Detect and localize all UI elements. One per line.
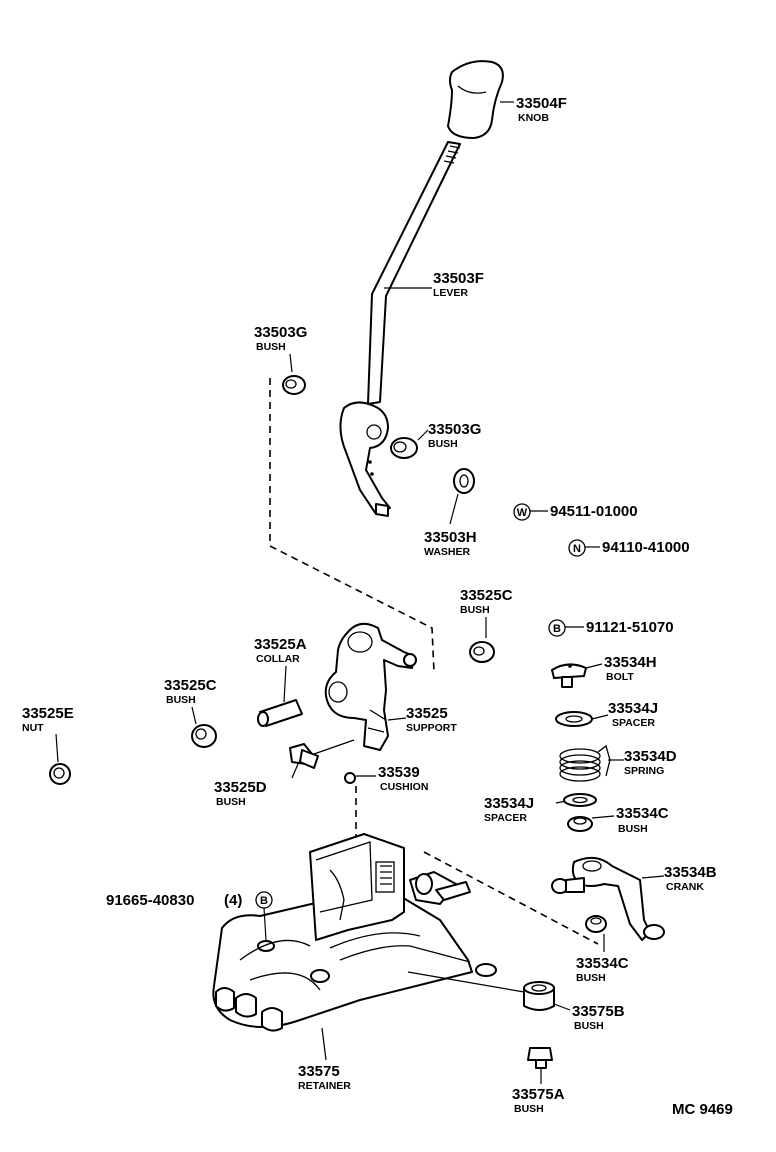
bush-33525c-right-part[interactable]	[469, 641, 495, 663]
knob-part-number: 33504F	[516, 95, 567, 112]
bush-right-part-number: 33503G	[428, 421, 481, 438]
bush-33525d-part[interactable]	[289, 743, 319, 769]
retainer-part[interactable]	[212, 833, 497, 1032]
w-symbol-icon: W	[513, 503, 531, 521]
bush-left-part-number: 33503G	[254, 324, 307, 341]
bolt-33534h-part[interactable]	[551, 663, 587, 688]
spacer-mid-name: SPACER	[484, 812, 527, 824]
washer-part-number: 33503H	[424, 529, 477, 546]
crank-part[interactable]	[551, 856, 665, 941]
svg-text:N: N	[573, 543, 581, 555]
retainer-part-number: 33575	[298, 1063, 340, 1080]
support-name: SUPPORT	[406, 722, 457, 734]
crank-part-number: 33534B	[664, 864, 717, 881]
diagram-id: MC 9469	[672, 1101, 733, 1118]
bush-left-name: BUSH	[256, 341, 286, 353]
spring-name: SPRING	[624, 765, 664, 777]
support-part-number: 33525	[406, 705, 448, 722]
lever-name: LEVER	[433, 287, 468, 299]
svg-text:B: B	[260, 895, 268, 907]
bush-33525d-name: BUSH	[216, 796, 246, 808]
n-symbol-icon: N	[568, 539, 586, 557]
bolt-part-number: 33534H	[604, 654, 657, 671]
bush-33575a-part-number: 33575A	[512, 1086, 565, 1103]
cushion-part-number: 33539	[378, 764, 420, 781]
b-symbol-icon: B	[548, 619, 566, 637]
bush-33525c-right-part-number: 33525C	[460, 587, 513, 604]
lever-part[interactable]	[339, 141, 461, 517]
n-part-number: 94110-41000	[602, 539, 690, 556]
bush-33525c-right-name: BUSH	[460, 604, 490, 616]
bush-33534c-bottom-part-number: 33534C	[576, 955, 629, 972]
collar-part-number: 33525A	[254, 636, 307, 653]
bush-33575b-part[interactable]	[523, 981, 555, 1011]
knob-name: KNOB	[518, 112, 549, 124]
spacer-top-part[interactable]	[555, 711, 593, 727]
spacer-mid-part-number: 33534J	[484, 795, 534, 812]
nut-name: NUT	[22, 722, 44, 734]
bush-right-part[interactable]	[390, 437, 418, 459]
retainer-name: RETAINER	[298, 1080, 351, 1092]
nut-part-number: 33525E	[22, 705, 74, 722]
cushion-part[interactable]	[344, 772, 356, 784]
spring-part-number: 33534D	[624, 748, 677, 765]
bush-33525c-left-part[interactable]	[191, 724, 217, 748]
bush-33575a-part[interactable]	[527, 1047, 553, 1069]
spacer-mid-part[interactable]	[563, 793, 597, 807]
spacer-top-name: SPACER	[612, 717, 655, 729]
bush-33534c-top-part-number: 33534C	[616, 805, 669, 822]
nut-part[interactable]	[49, 763, 71, 785]
cushion-name: CUSHION	[380, 781, 428, 793]
bolt-91665-symbol-icon: B	[255, 891, 273, 909]
washer-name: WASHER	[424, 546, 471, 558]
assembly-line-crank	[423, 851, 599, 945]
washer-part[interactable]	[453, 468, 475, 494]
spring-part[interactable]	[559, 744, 611, 782]
crank-name: CRANK	[666, 881, 704, 893]
bush-right-name: BUSH	[428, 438, 458, 450]
bush-33575b-name: BUSH	[574, 1020, 604, 1032]
svg-text:W: W	[517, 507, 528, 519]
bush-33534c-top-part[interactable]	[567, 816, 593, 832]
bush-left-part[interactable]	[282, 375, 306, 395]
svg-text:B: B	[553, 623, 561, 635]
b-part-number: 91121-51070	[586, 619, 674, 636]
collar-name: COLLAR	[256, 653, 300, 665]
support-part[interactable]	[324, 622, 417, 751]
bush-33525c-left-name: BUSH	[166, 694, 196, 706]
knob-part[interactable]	[447, 60, 504, 139]
collar-part[interactable]	[257, 699, 303, 727]
bolt-name: BOLT	[606, 671, 634, 683]
bush-33575b-part-number: 33575B	[572, 1003, 625, 1020]
bush-33534c-bottom-part[interactable]	[585, 915, 607, 933]
lever-part-number: 33503F	[433, 270, 484, 287]
bolt-91665-part-number: 91665-40830	[106, 892, 194, 909]
bolt-91665-qty: (4)	[224, 892, 242, 909]
bush-33525d-part-number: 33525D	[214, 779, 267, 796]
w-part-number: 94511-01000	[550, 503, 638, 520]
spacer-top-part-number: 33534J	[608, 700, 658, 717]
bush-33534c-top-name: BUSH	[618, 823, 648, 835]
bush-33534c-bottom-name: BUSH	[576, 972, 606, 984]
assembly-line-upper	[269, 378, 435, 673]
bush-33525c-left-part-number: 33525C	[164, 677, 217, 694]
bush-33575a-name: BUSH	[514, 1103, 544, 1115]
